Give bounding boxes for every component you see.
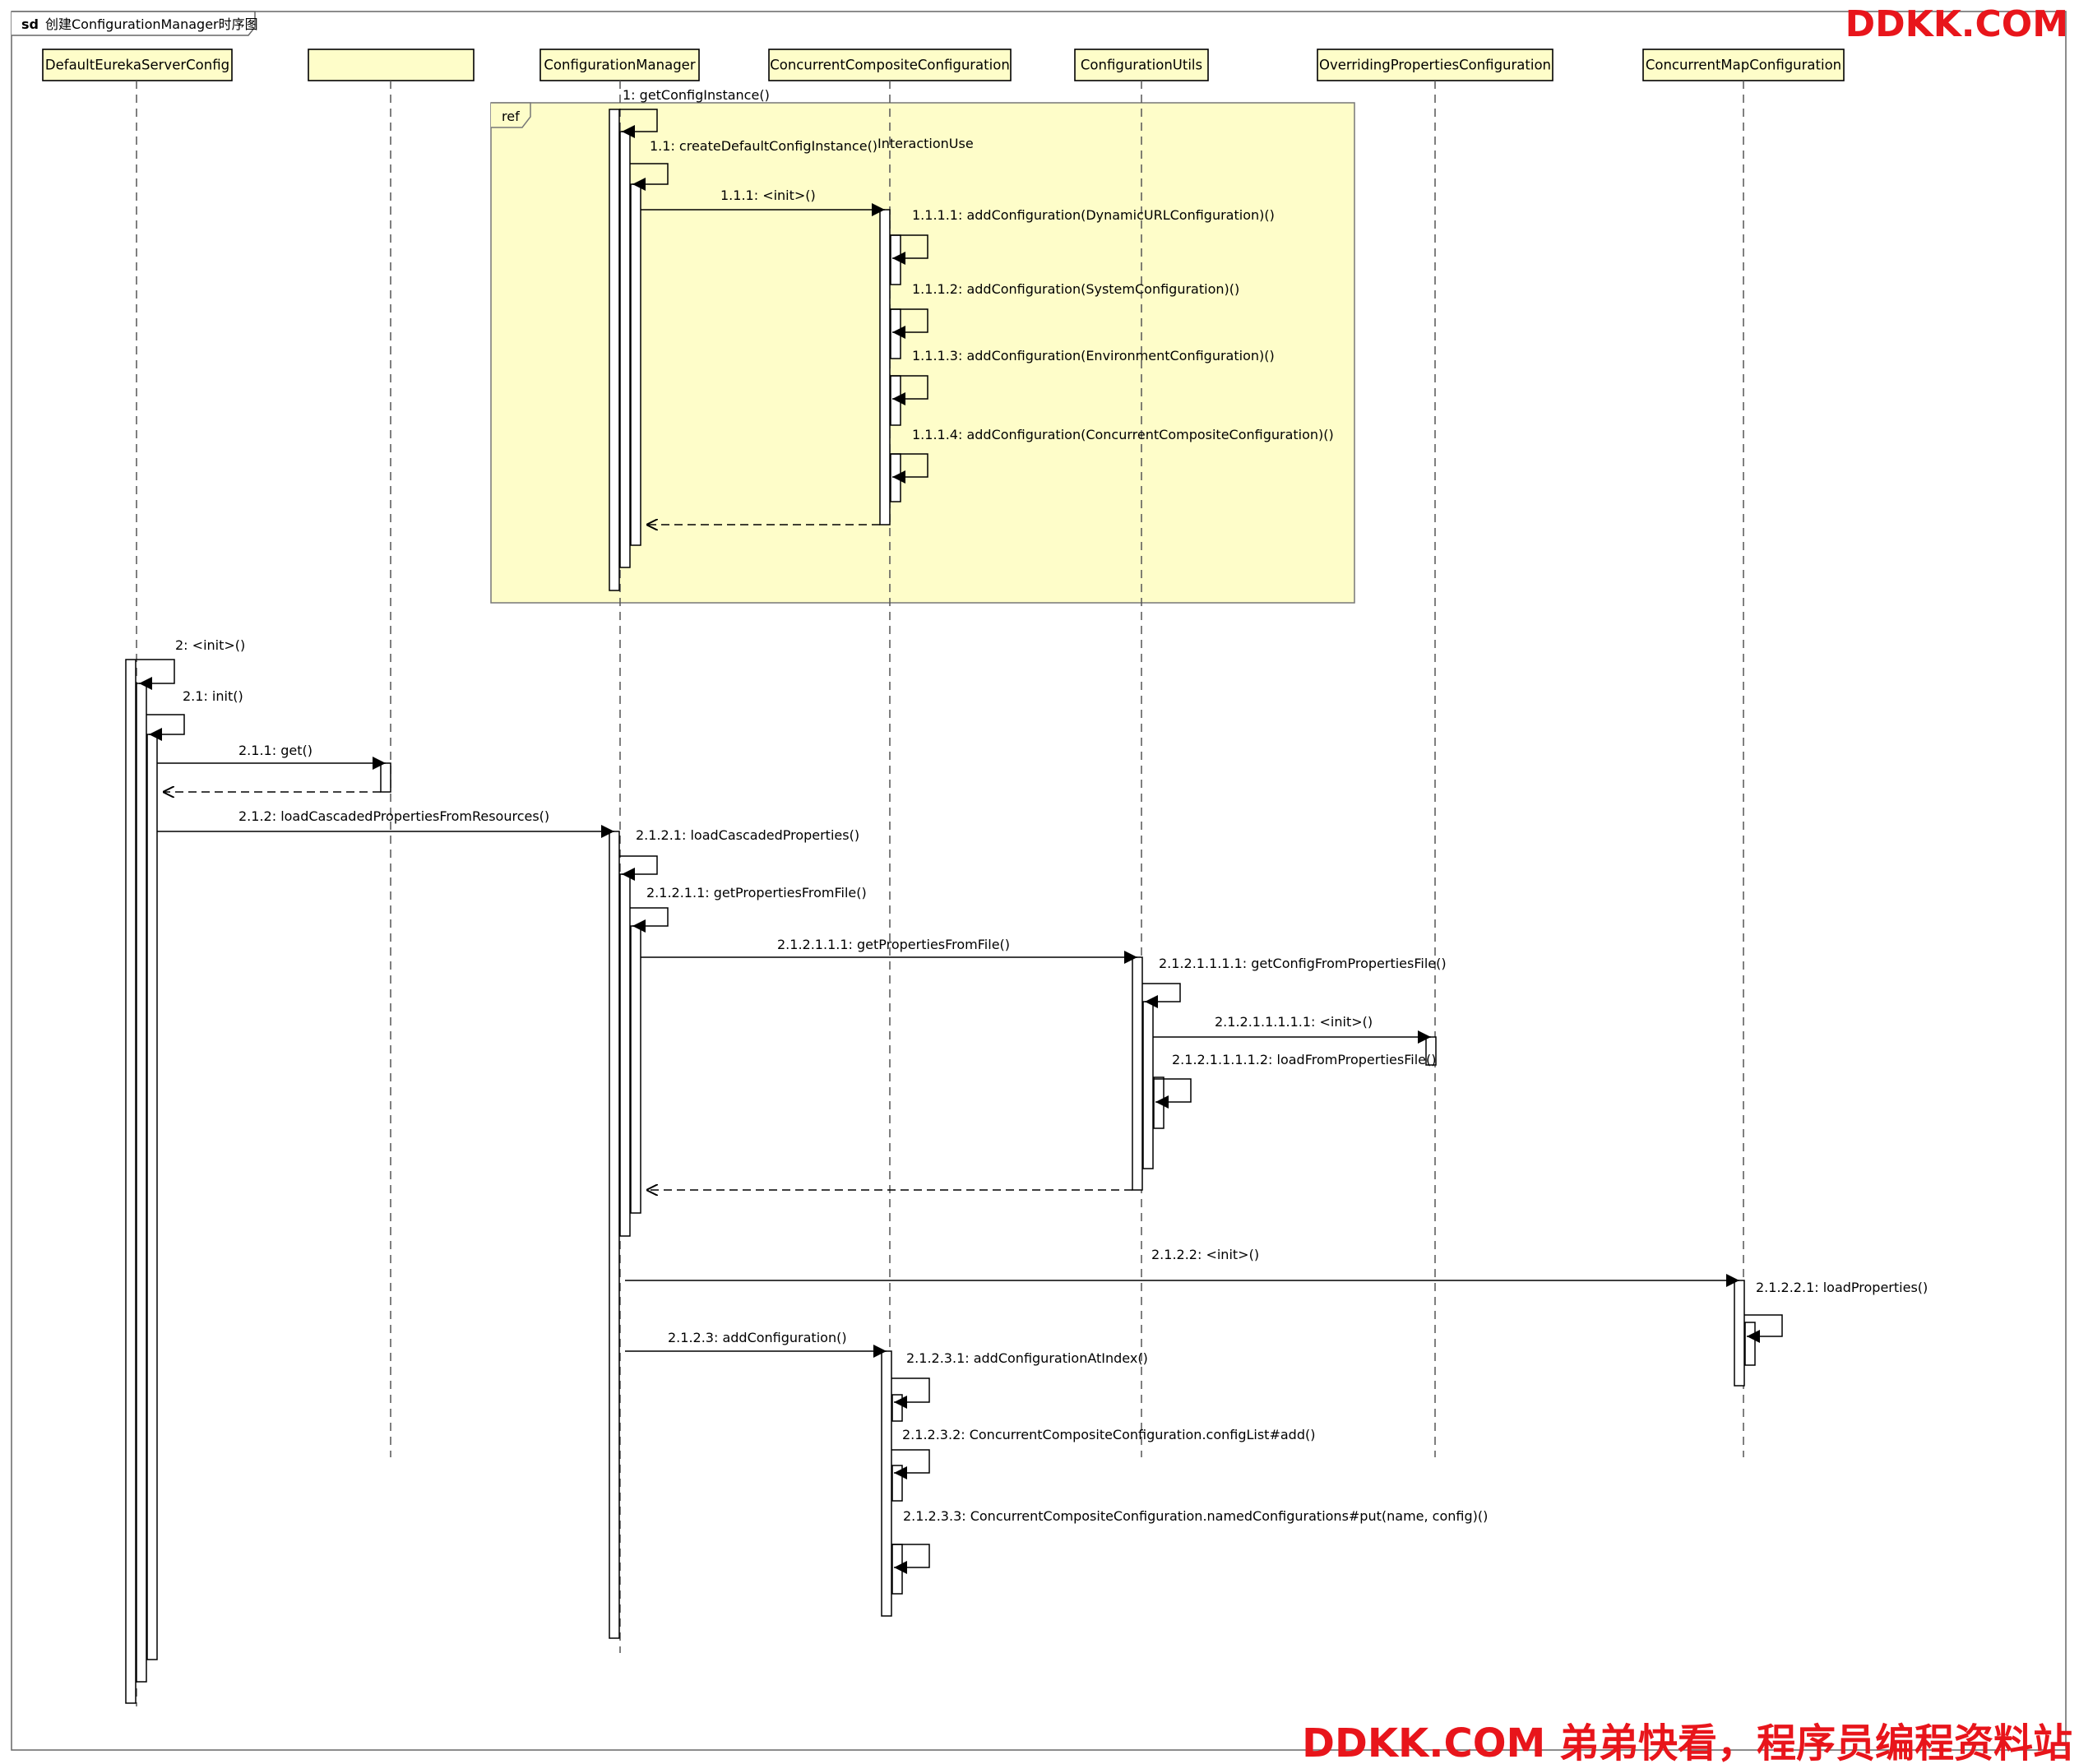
- message-label: 2.1.2.1.1.1.1: getConfigFromPropertiesFi…: [1159, 956, 1447, 971]
- message-label: 2.1.2.2: <init>(): [1151, 1247, 1259, 1262]
- message-label: 1.1.1.3: addConfiguration(EnvironmentCon…: [912, 348, 1275, 363]
- activation-bar: [891, 1465, 903, 1502]
- message-label: 1.1.1.4: addConfiguration(ConcurrentComp…: [912, 427, 1334, 442]
- self-message: 1.1.1.4: addConfiguration(ConcurrentComp…: [890, 427, 1334, 484]
- message-label: 1.1: createDefaultConfigInstance(): [650, 138, 877, 154]
- message-label: 2.1.2.3.2: ConcurrentCompositeConfigurat…: [902, 1427, 1315, 1442]
- message-label: 2.1.2.3: addConfiguration(): [668, 1330, 847, 1345]
- self-message: 2.1.2.3.2: ConcurrentCompositeConfigurat…: [891, 1427, 1315, 1479]
- self-message: 1: getConfigInstance(): [619, 87, 770, 138]
- message-label: 2.1.1: get(): [238, 743, 313, 758]
- activation-bar: [1132, 956, 1143, 1191]
- self-message: 1.1.1.2: addConfiguration(SystemConfigur…: [890, 281, 1239, 339]
- fragment-operator: ref: [502, 109, 520, 124]
- frame-name: 创建ConfigurationManager时序图: [45, 16, 258, 32]
- self-message: 2.1.2.1.1.1.1.2: loadFromPropertiesFile(…: [1153, 1052, 1436, 1109]
- call-message: 2.1.2.1.1.1: getPropertiesFromFile(): [641, 937, 1137, 964]
- participant-concurrent-composite-configuration: ConcurrentCompositeConfiguration: [768, 49, 1012, 81]
- call-message: 2.1.2: loadCascadedPropertiesFromResourc…: [157, 808, 614, 838]
- self-message: 1.1.1.1: addConfiguration(DynamicURLConf…: [890, 207, 1275, 265]
- self-message: 2.1.2.3.3: ConcurrentCompositeConfigurat…: [891, 1508, 1488, 1574]
- participant-label: ConfigurationUtils: [1081, 58, 1202, 73]
- activation-bar: [380, 762, 391, 793]
- activation-bar: [146, 734, 158, 1660]
- activation-bar: [1142, 1001, 1154, 1169]
- activation-bar: [619, 873, 631, 1237]
- message-label: 2.1: init(): [183, 688, 243, 704]
- watermark-top: DDKK.COM: [1845, 3, 2068, 45]
- self-message: 1.1: createDefaultConfigInstance(): [630, 138, 877, 191]
- watermark-bottom: DDKK.COM 弟弟快看，程序员编程资料站: [1302, 1720, 2072, 1764]
- self-message: 1.1.1.3: addConfiguration(EnvironmentCon…: [890, 348, 1275, 405]
- call-message: 2.1.2.1.1.1.1.1: <init>(): [1153, 1014, 1431, 1044]
- activation-bar: [891, 1394, 903, 1422]
- fragment-name: InteractionUse: [877, 136, 974, 151]
- participant-default-eureka-server-config: DefaultEurekaServerConfig: [42, 49, 233, 81]
- activation-bar: [1734, 1280, 1745, 1387]
- participant-unnamed: [308, 49, 475, 81]
- frame-keyword: sd: [21, 16, 39, 32]
- activation-bar: [630, 925, 641, 1214]
- self-message: 2.1.2.1: loadCascadedProperties(): [619, 827, 859, 881]
- self-message: 2.1: init(): [146, 688, 243, 741]
- call-message: 1.1.1: <init>(): [641, 188, 885, 216]
- message-label: 2: <init>(): [175, 637, 245, 653]
- message-label: 1.1.1.2: addConfiguration(SystemConfigur…: [912, 281, 1239, 297]
- self-message: 2.1.2.3.1: addConfigurationAtIndex(): [891, 1350, 1148, 1409]
- message-label: 2.1.2.3.3: ConcurrentCompositeConfigurat…: [903, 1508, 1488, 1524]
- call-message: 2.1.2.2: <init>(): [625, 1247, 1739, 1287]
- message-label: 2.1.2.1.1.1.1.2: loadFromPropertiesFile(…: [1172, 1052, 1436, 1067]
- activation-bar: [881, 1350, 892, 1617]
- message-label: 2.1.2.2.1: loadProperties(): [1756, 1280, 1928, 1295]
- activation-bar: [879, 209, 891, 525]
- participant-label: ConcurrentCompositeConfiguration: [770, 58, 1010, 73]
- activation-bar: [1153, 1076, 1165, 1129]
- self-message: 2.1.2.1.1: getPropertiesFromFile(): [630, 885, 867, 933]
- message-label: 1: getConfigInstance(): [623, 87, 770, 103]
- participant-label: DefaultEurekaServerConfig: [45, 58, 229, 73]
- participant-label: ConfigurationManager: [544, 58, 695, 73]
- message-label: 2.1.2.3.1: addConfigurationAtIndex(): [906, 1350, 1148, 1366]
- activation-bar: [609, 831, 620, 1639]
- participant-configuration-utils: ConfigurationUtils: [1074, 49, 1209, 81]
- participant-label: ConcurrentMapConfiguration: [1646, 58, 1841, 73]
- participant-label: OverridingPropertiesConfiguration: [1319, 58, 1551, 73]
- participant-concurrent-map-configuration: ConcurrentMapConfiguration: [1642, 49, 1845, 81]
- activation-bar: [1744, 1322, 1756, 1366]
- activation-bar: [890, 375, 901, 426]
- activation-bar: [630, 183, 641, 546]
- self-message: 2: <init>(): [137, 637, 245, 690]
- message-label: 2.1.2.1.1.1.1.1: <init>(): [1215, 1014, 1373, 1030]
- frame-title: sd 创建ConfigurationManager时序图: [21, 16, 258, 32]
- self-message: 2.1.2.1.1.1.1: getConfigFromPropertiesFi…: [1142, 956, 1447, 1008]
- message-label: 2.1.2: loadCascadedPropertiesFromResourc…: [238, 808, 549, 824]
- activation-bar: [619, 131, 631, 568]
- message-label: 1.1.1.1: addConfiguration(DynamicURLConf…: [912, 207, 1275, 223]
- participant-configuration-manager: ConfigurationManager: [539, 49, 700, 81]
- activation-bar: [891, 1544, 903, 1595]
- message-label: 2.1.2.1: loadCascadedProperties(): [636, 827, 859, 843]
- message-label: 2.1.2.1.1: getPropertiesFromFile(): [646, 885, 867, 901]
- activation-bar: [125, 659, 137, 1704]
- activation-bar: [136, 683, 147, 1683]
- diagram-frame: sd 创建ConfigurationManager时序图: [11, 11, 2067, 1751]
- call-message: 2.1.1: get(): [157, 743, 386, 770]
- watermarks: DDKK.COM DDKK.COM 弟弟快看，程序员编程资料站: [1302, 3, 2072, 1764]
- call-message: 2.1.2.3: addConfiguration(): [625, 1330, 887, 1358]
- message-label: 2.1.2.1.1.1: getPropertiesFromFile(): [777, 937, 1010, 952]
- activation-bar: [890, 234, 901, 285]
- self-message: 2.1.2.2.1: loadProperties(): [1744, 1280, 1928, 1343]
- participant-overriding-properties-configuration: OverridingPropertiesConfiguration: [1317, 49, 1553, 81]
- message-label: 1.1.1: <init>(): [720, 188, 816, 203]
- activation-bar: [890, 308, 901, 359]
- activation-bar: [609, 109, 620, 591]
- activation-bar: [890, 453, 901, 502]
